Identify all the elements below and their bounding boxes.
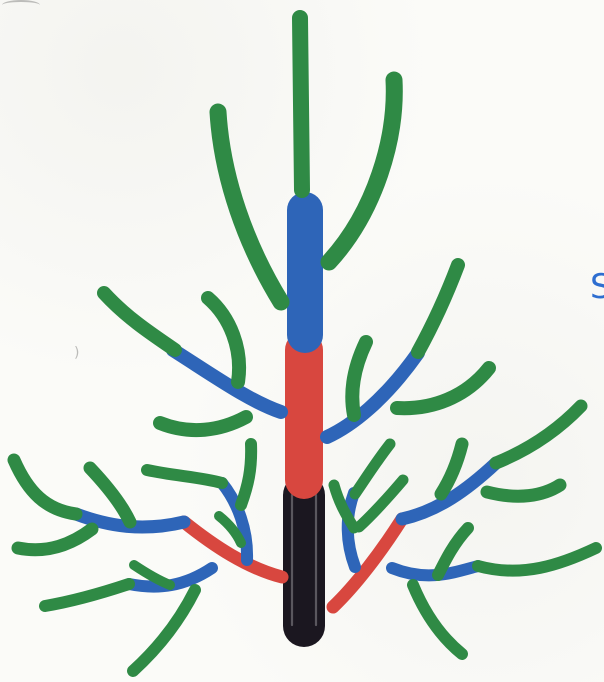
- lower-right-outer-twig: [496, 406, 581, 463]
- lower-right-middle-twig: [487, 485, 560, 496]
- middle-left-lower-twig: [160, 417, 246, 430]
- middle-right-blue-branch: [327, 353, 418, 437]
- middle-left-blue-branch: [173, 350, 281, 412]
- lower-left-bottom-green-right: [133, 590, 195, 671]
- upper-left-branch: [218, 112, 281, 302]
- cropped-edge-letter: S: [590, 270, 604, 310]
- lower-left-bottom-twig: [18, 529, 92, 550]
- middle-left-outer-twig: [104, 293, 175, 350]
- lower-left-vertical-twig: [241, 444, 251, 505]
- lower-right-bottom-green-outer: [478, 548, 596, 571]
- lower-right-bottom-green-lower: [413, 585, 462, 654]
- upper-right-branch: [329, 80, 394, 262]
- lower-left-bottom-green-left: [45, 584, 129, 606]
- lower-left-inner-twig: [147, 470, 222, 483]
- top-leader-green: [300, 18, 302, 190]
- middle-right-outer-twig: [418, 265, 458, 352]
- lower-left-outer-twig: [14, 460, 76, 514]
- lower-right-inner-top-twig: [355, 444, 390, 494]
